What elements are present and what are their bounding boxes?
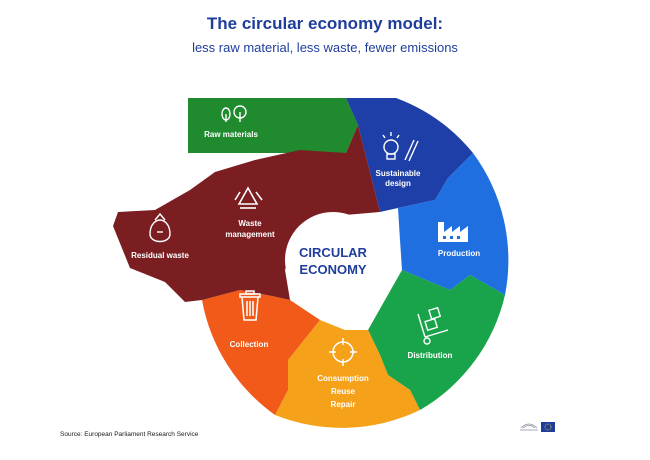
center-label-line1: CIRCULAR xyxy=(299,245,367,260)
center-circle xyxy=(285,212,381,308)
sustainable-design-segment xyxy=(346,98,473,212)
european-parliament-logo xyxy=(520,422,555,432)
waste-management-label-line2: management xyxy=(225,230,275,239)
trash-bin-icon xyxy=(239,290,261,321)
plant-tree-icon xyxy=(221,105,247,122)
raw-materials-segment xyxy=(188,98,358,153)
sustainable-design-label-line2: design xyxy=(385,179,411,188)
distribution-segment xyxy=(368,270,505,410)
waste-bag-icon xyxy=(149,212,171,243)
collection-label: Collection xyxy=(230,340,269,349)
consumption-label: Consumption xyxy=(317,374,369,383)
waste-management-label-line1: Waste xyxy=(238,219,262,228)
source-note: Source: European Parliament Research Ser… xyxy=(60,431,199,438)
sustainable-design-label-line1: Sustainable xyxy=(376,169,421,178)
hand-truck-icon xyxy=(417,306,449,345)
production-segment xyxy=(398,153,509,295)
production-label: Production xyxy=(438,249,480,258)
diagram-title: The circular economy model: xyxy=(206,14,444,33)
collection-segment xyxy=(202,290,320,415)
residual-waste-label: Residual waste xyxy=(131,251,189,260)
diagram-subtitle: less raw material, less waste, fewer emi… xyxy=(192,40,458,55)
lightbulb-pencil-icon xyxy=(382,132,419,162)
raw-materials-label: Raw materials xyxy=(204,130,258,139)
consumption-segment xyxy=(275,320,420,428)
reuse-label: Reuse xyxy=(331,387,356,396)
cycle-arrows-icon xyxy=(329,338,357,366)
distribution-label: Distribution xyxy=(408,351,453,360)
recycle-icon xyxy=(234,186,263,209)
center-label-line2: ECONOMY xyxy=(299,262,367,277)
waste-management-segment xyxy=(113,125,380,302)
repair-label: Repair xyxy=(331,400,356,409)
